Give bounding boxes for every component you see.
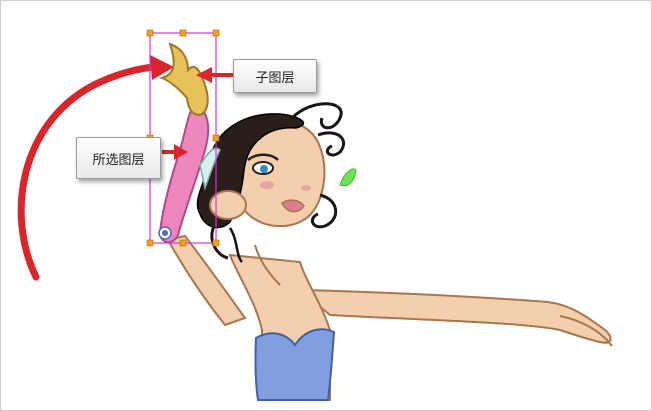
resize-handle-tl[interactable]: [146, 29, 154, 37]
resize-handle-bl[interactable]: [146, 239, 154, 247]
selected-forearm: [158, 102, 210, 244]
rotation-arrow: [17, 55, 174, 281]
callout-selected-layer: 所选图层: [76, 137, 161, 179]
character-head: [196, 102, 346, 263]
resize-handle-tm[interactable]: [179, 29, 187, 37]
pivot-point[interactable]: [158, 226, 172, 240]
selected-pointer-arrow: [162, 144, 188, 160]
child-pointer-arrow: [196, 67, 234, 83]
extended-arm: [297, 288, 613, 347]
resize-handle-tr[interactable]: [212, 29, 220, 37]
child-hand: [158, 42, 209, 117]
resize-handle-mr[interactable]: [212, 134, 220, 142]
resize-handle-bm[interactable]: [179, 239, 187, 247]
dress: [254, 328, 336, 401]
resize-handle-br[interactable]: [212, 239, 220, 247]
raised-arm-skin: [166, 234, 247, 327]
green-leaf: [339, 168, 357, 187]
callout-child-layer: 子图层: [233, 59, 317, 93]
